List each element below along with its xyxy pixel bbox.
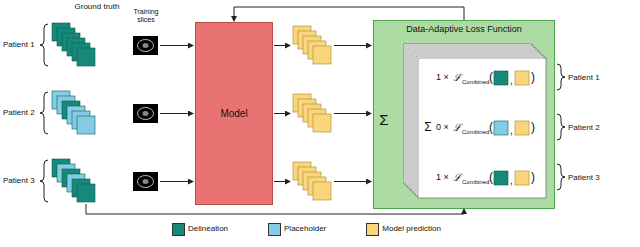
prediction-stack bbox=[293, 26, 331, 200]
label: 0 × bbox=[436, 123, 449, 133]
label: , bbox=[510, 75, 513, 86]
label: Ground truth bbox=[75, 3, 120, 12]
label: ( bbox=[489, 71, 493, 84]
label: Combined bbox=[462, 79, 489, 86]
legend-text: Placeholder bbox=[284, 225, 326, 234]
legend-swatch bbox=[366, 223, 379, 236]
label: Combined bbox=[462, 129, 489, 136]
feedback-arrow bbox=[234, 7, 464, 21]
label: Patient 3 bbox=[568, 174, 600, 183]
label: Patient 1 bbox=[3, 41, 35, 50]
label: ( bbox=[489, 121, 493, 134]
label: ℒ bbox=[453, 172, 461, 183]
label: ) bbox=[531, 171, 535, 184]
label: Combined bbox=[462, 179, 489, 186]
legend-swatch bbox=[268, 223, 281, 236]
brain-slice bbox=[133, 36, 158, 191]
label: ℒ bbox=[453, 122, 461, 133]
label: Σ bbox=[379, 112, 388, 129]
legend-text: Delineation bbox=[188, 225, 228, 234]
label: 1 × bbox=[436, 173, 449, 183]
label: Patient 2 bbox=[568, 124, 600, 133]
label: ℒ bbox=[453, 72, 461, 83]
label: Patient 2 bbox=[3, 109, 35, 118]
brace bbox=[40, 24, 48, 202]
brace bbox=[557, 64, 565, 190]
label: Σ bbox=[424, 121, 431, 134]
label: Patient 1 bbox=[568, 74, 600, 83]
legend-text: Model prediction bbox=[382, 225, 441, 234]
label: ) bbox=[531, 121, 535, 134]
model-box: Model bbox=[195, 22, 273, 205]
label: Patient 3 bbox=[3, 177, 35, 186]
legend-swatch bbox=[172, 223, 185, 236]
label: ) bbox=[531, 71, 535, 84]
label: 1 × bbox=[436, 73, 449, 83]
label: Training slices bbox=[126, 8, 166, 23]
label: ( bbox=[489, 171, 493, 184]
node-text: Data-Adaptive Loss Function bbox=[406, 24, 522, 34]
node-text: Model bbox=[220, 108, 247, 119]
label: , bbox=[510, 175, 513, 186]
label: , bbox=[510, 125, 513, 136]
ground-truth-stack bbox=[52, 23, 95, 202]
